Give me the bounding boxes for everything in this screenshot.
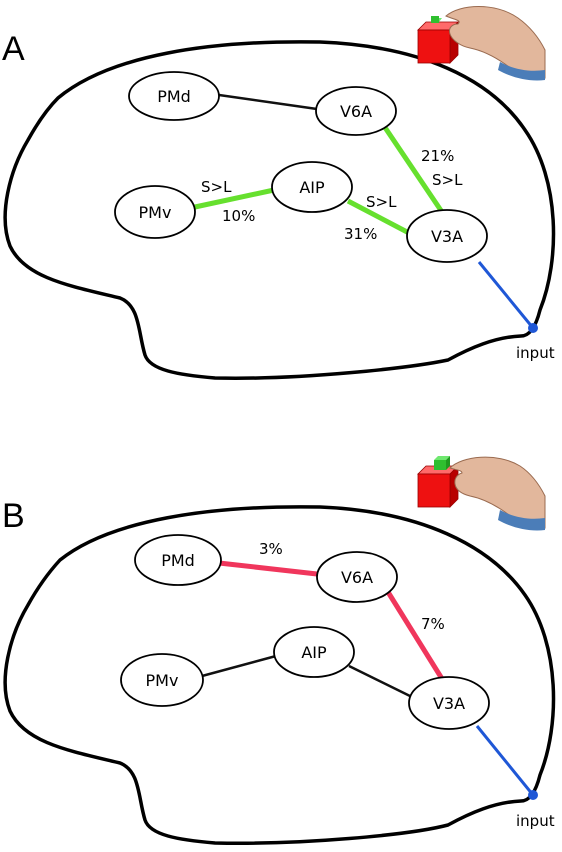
node-v3a-a: V3A [406,209,488,263]
edge-label-pmv-aip-pct-a: 10% [222,207,255,225]
node-label: AIP [301,643,327,662]
edge-label-v6a-v3a-cmp-a: S>L [432,171,463,189]
node-label: V6A [340,102,372,121]
node-label: V6A [341,568,373,587]
input-label-b: input [516,812,555,830]
edge-v6a-v3a-a [381,124,445,214]
node-v6a-a: V6A [315,86,397,136]
node-label: PMd [161,551,195,570]
node-pmv-b: PMv [120,653,204,707]
brain-outline-a [3,40,556,380]
input-line-a [477,261,535,329]
panel-b: B PMd V6A PMv AIP V3A 3% 7% input [2,456,556,845]
edge-label-pmd-v6a-pct-b: 3% [259,540,283,558]
node-label: V3A [431,227,463,246]
input-label-a: input [516,344,555,362]
edge-v6a-v3a-b [385,590,447,684]
edge-label-v6a-v3a-pct-a: 21% [421,147,454,165]
edge-label-aip-v3a-pct-a: 31% [344,225,377,243]
input-dot-b [528,790,538,800]
input-dot-a [528,323,538,333]
edge-label-v6a-v3a-pct-b: 7% [421,615,445,633]
node-label: PMv [146,671,179,690]
edge-pmd-v6a-b [218,560,318,577]
node-label: AIP [299,178,325,197]
panel-a: A PMd V6A PMv AIP V3A [2,6,556,380]
node-v3a-b: V3A [408,676,490,730]
edge-label-aip-v3a-cmp-a: S>L [366,193,397,211]
node-v6a-b: V6A [316,551,398,603]
input-line-b [475,725,535,796]
node-aip-b: AIP [273,626,355,678]
edge-pmd-v6a-a [218,93,318,111]
edge-pmv-aip-a [194,187,275,210]
node-pmv-a: PMv [114,185,196,239]
hand-grasping-cube-icon [417,456,546,531]
edge-aip-v3a-a [346,198,411,236]
node-aip-a: AIP [271,161,353,213]
edge-aip-v3a-b [348,664,413,699]
hand-grasping-cube-icon [417,6,546,81]
node-label: PMv [139,203,172,222]
panel-letter-b: B [2,497,25,535]
panel-letter-a: A [2,30,25,68]
node-pmd-b: PMd [134,534,222,586]
brain-outline-b [3,505,556,845]
node-label: PMd [157,87,191,106]
edge-label-pmv-aip-cmp-a: S>L [201,178,232,196]
node-label: V3A [433,694,465,713]
edge-pmv-aip-b [201,654,277,678]
node-pmd-a: PMd [128,71,220,121]
